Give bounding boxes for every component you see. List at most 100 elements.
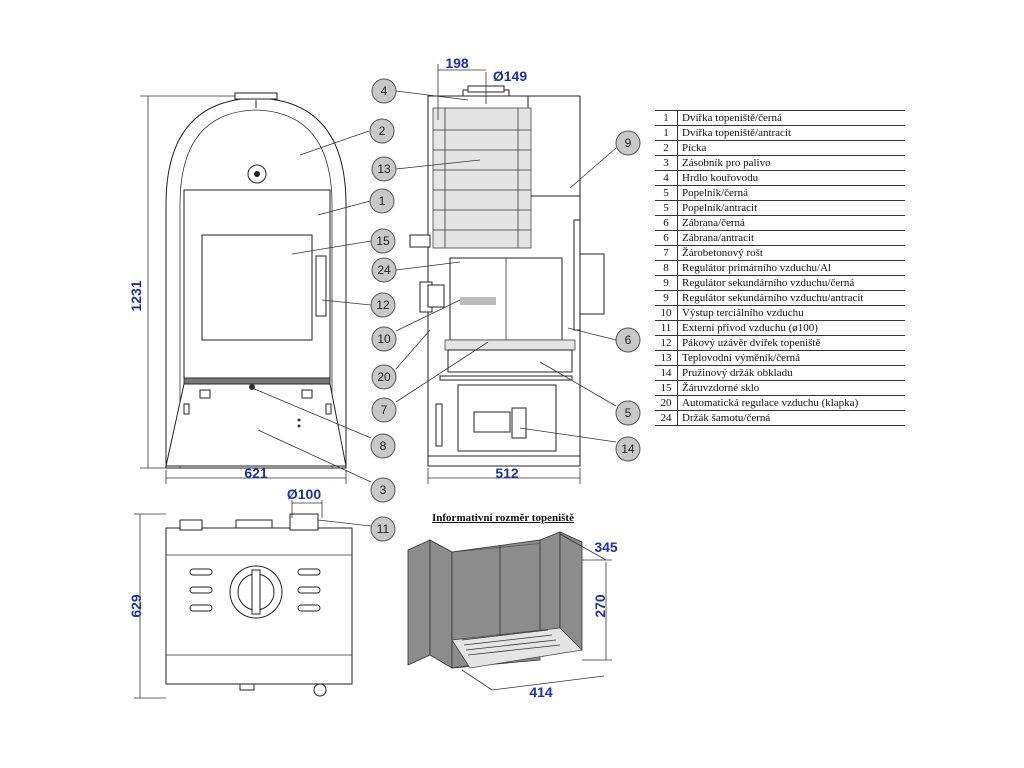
callout-label: 2 — [379, 124, 386, 138]
dim-firebox-depth: 345 — [594, 539, 618, 555]
dim-air-inlet-diameter: Ø100 — [287, 486, 321, 502]
legend-text: Pícka — [677, 140, 905, 156]
callout-3: 3 — [370, 477, 396, 503]
callout-label: 12 — [376, 298, 390, 312]
legend-number: 5 — [655, 200, 678, 216]
legend-number: 12 — [655, 335, 678, 351]
firebox-title: Informativní rozměr topeniště — [432, 512, 574, 524]
legend-text: Regulátor primárního vzduchu/Al — [677, 260, 905, 276]
legend-number: 8 — [655, 260, 678, 276]
legend-number: 15 — [655, 380, 678, 396]
callout-5: 5 — [615, 400, 641, 426]
leader-lines — [251, 90, 617, 527]
callout-12: 12 — [370, 292, 396, 318]
callout-14: 14 — [615, 436, 641, 462]
callout-label: 9 — [625, 136, 632, 150]
legend-number: 13 — [655, 350, 678, 366]
legend-text: Pružinový držák obkladu — [677, 365, 905, 381]
dim-top-depth: 629 — [128, 594, 144, 618]
legend-text: Externí přívod vzduchu (ø100) — [677, 320, 905, 336]
front-view — [140, 92, 347, 484]
callout-1: 1 — [369, 188, 395, 214]
legend-number: 14 — [655, 365, 678, 381]
callout-15: 15 — [370, 228, 396, 254]
callout-label: 10 — [377, 332, 391, 346]
callout-label: 20 — [377, 370, 391, 384]
callout-label: 4 — [381, 84, 388, 98]
callout-20: 20 — [371, 364, 397, 390]
legend-text: Dvířka topeniště/černá — [677, 110, 905, 126]
callout-13: 13 — [371, 156, 397, 182]
callout-label: 11 — [377, 522, 390, 536]
dim-firebox-width: 414 — [529, 684, 553, 700]
legend-text: Hrdlo kouřovodu — [677, 170, 905, 186]
legend-text: Držák šamotu/černá — [677, 410, 905, 426]
dim-flue-diameter: Ø149 — [493, 68, 527, 84]
callout-10: 10 — [371, 326, 397, 352]
callout-label: 8 — [380, 439, 387, 453]
legend-text: Teplovodní výměník/černá — [677, 350, 905, 366]
legend-number: 1 — [655, 125, 678, 141]
legend-number: 4 — [655, 170, 678, 186]
legend-text: Žáruvzdorné sklo — [677, 380, 905, 396]
legend-text: Dvířka topeniště/antracit — [677, 125, 905, 141]
callout-label: 15 — [376, 234, 390, 248]
legend-number: 9 — [655, 290, 678, 306]
legend-number: 1 — [655, 110, 678, 126]
legend-text: Žárobetonový rošt — [677, 245, 905, 261]
callout-8: 8 — [370, 433, 396, 459]
legend-number: 5 — [655, 185, 678, 201]
dim-side-width: 512 — [495, 465, 519, 481]
callout-label: 14 — [621, 442, 635, 456]
callout-label: 5 — [625, 406, 632, 420]
callout-6: 6 — [615, 327, 641, 353]
legend-number: 11 — [655, 320, 678, 336]
callout-7: 7 — [371, 397, 397, 423]
dim-front-width: 621 — [244, 465, 268, 481]
callout-label: 3 — [380, 483, 387, 497]
legend-number: 7 — [655, 245, 678, 261]
legend-text: Regulátor sekundárního vzduchu/černá — [677, 275, 905, 291]
legend-text: Popelník/antracit — [677, 200, 905, 216]
dim-firebox-height: 270 — [592, 594, 608, 618]
legend-number: 2 — [655, 140, 678, 156]
legend-number: 24 — [655, 410, 678, 426]
legend-text: Pákový uzávěr dvířek topeniště — [677, 335, 905, 351]
legend-text: Výstup terciálního vzduchu — [677, 305, 905, 321]
legend-number: 3 — [655, 155, 678, 171]
legend-number: 20 — [655, 395, 678, 411]
callout-label: 13 — [377, 162, 391, 176]
firebox-iso — [407, 531, 612, 691]
callout-label: 1 — [379, 194, 386, 208]
top-view — [134, 500, 353, 699]
legend-number: 10 — [655, 305, 678, 321]
legend-text: Automatická regulace vzduchu (klapka) — [677, 395, 905, 411]
dim-front-height: 1231 — [128, 280, 144, 311]
legend-number: 6 — [655, 215, 678, 231]
callout-label: 24 — [377, 263, 391, 277]
callout-label: 7 — [381, 403, 388, 417]
legend-number: 6 — [655, 230, 678, 246]
callout-2: 2 — [369, 118, 395, 144]
legend-text: Zásobník pro palivo — [677, 155, 905, 171]
legend-text: Regulátor sekundárního vzduchu/antracit — [677, 290, 905, 306]
legend-text: Zábrana/antracit — [677, 230, 905, 246]
legend-text: Zábrana/černá — [677, 215, 905, 231]
